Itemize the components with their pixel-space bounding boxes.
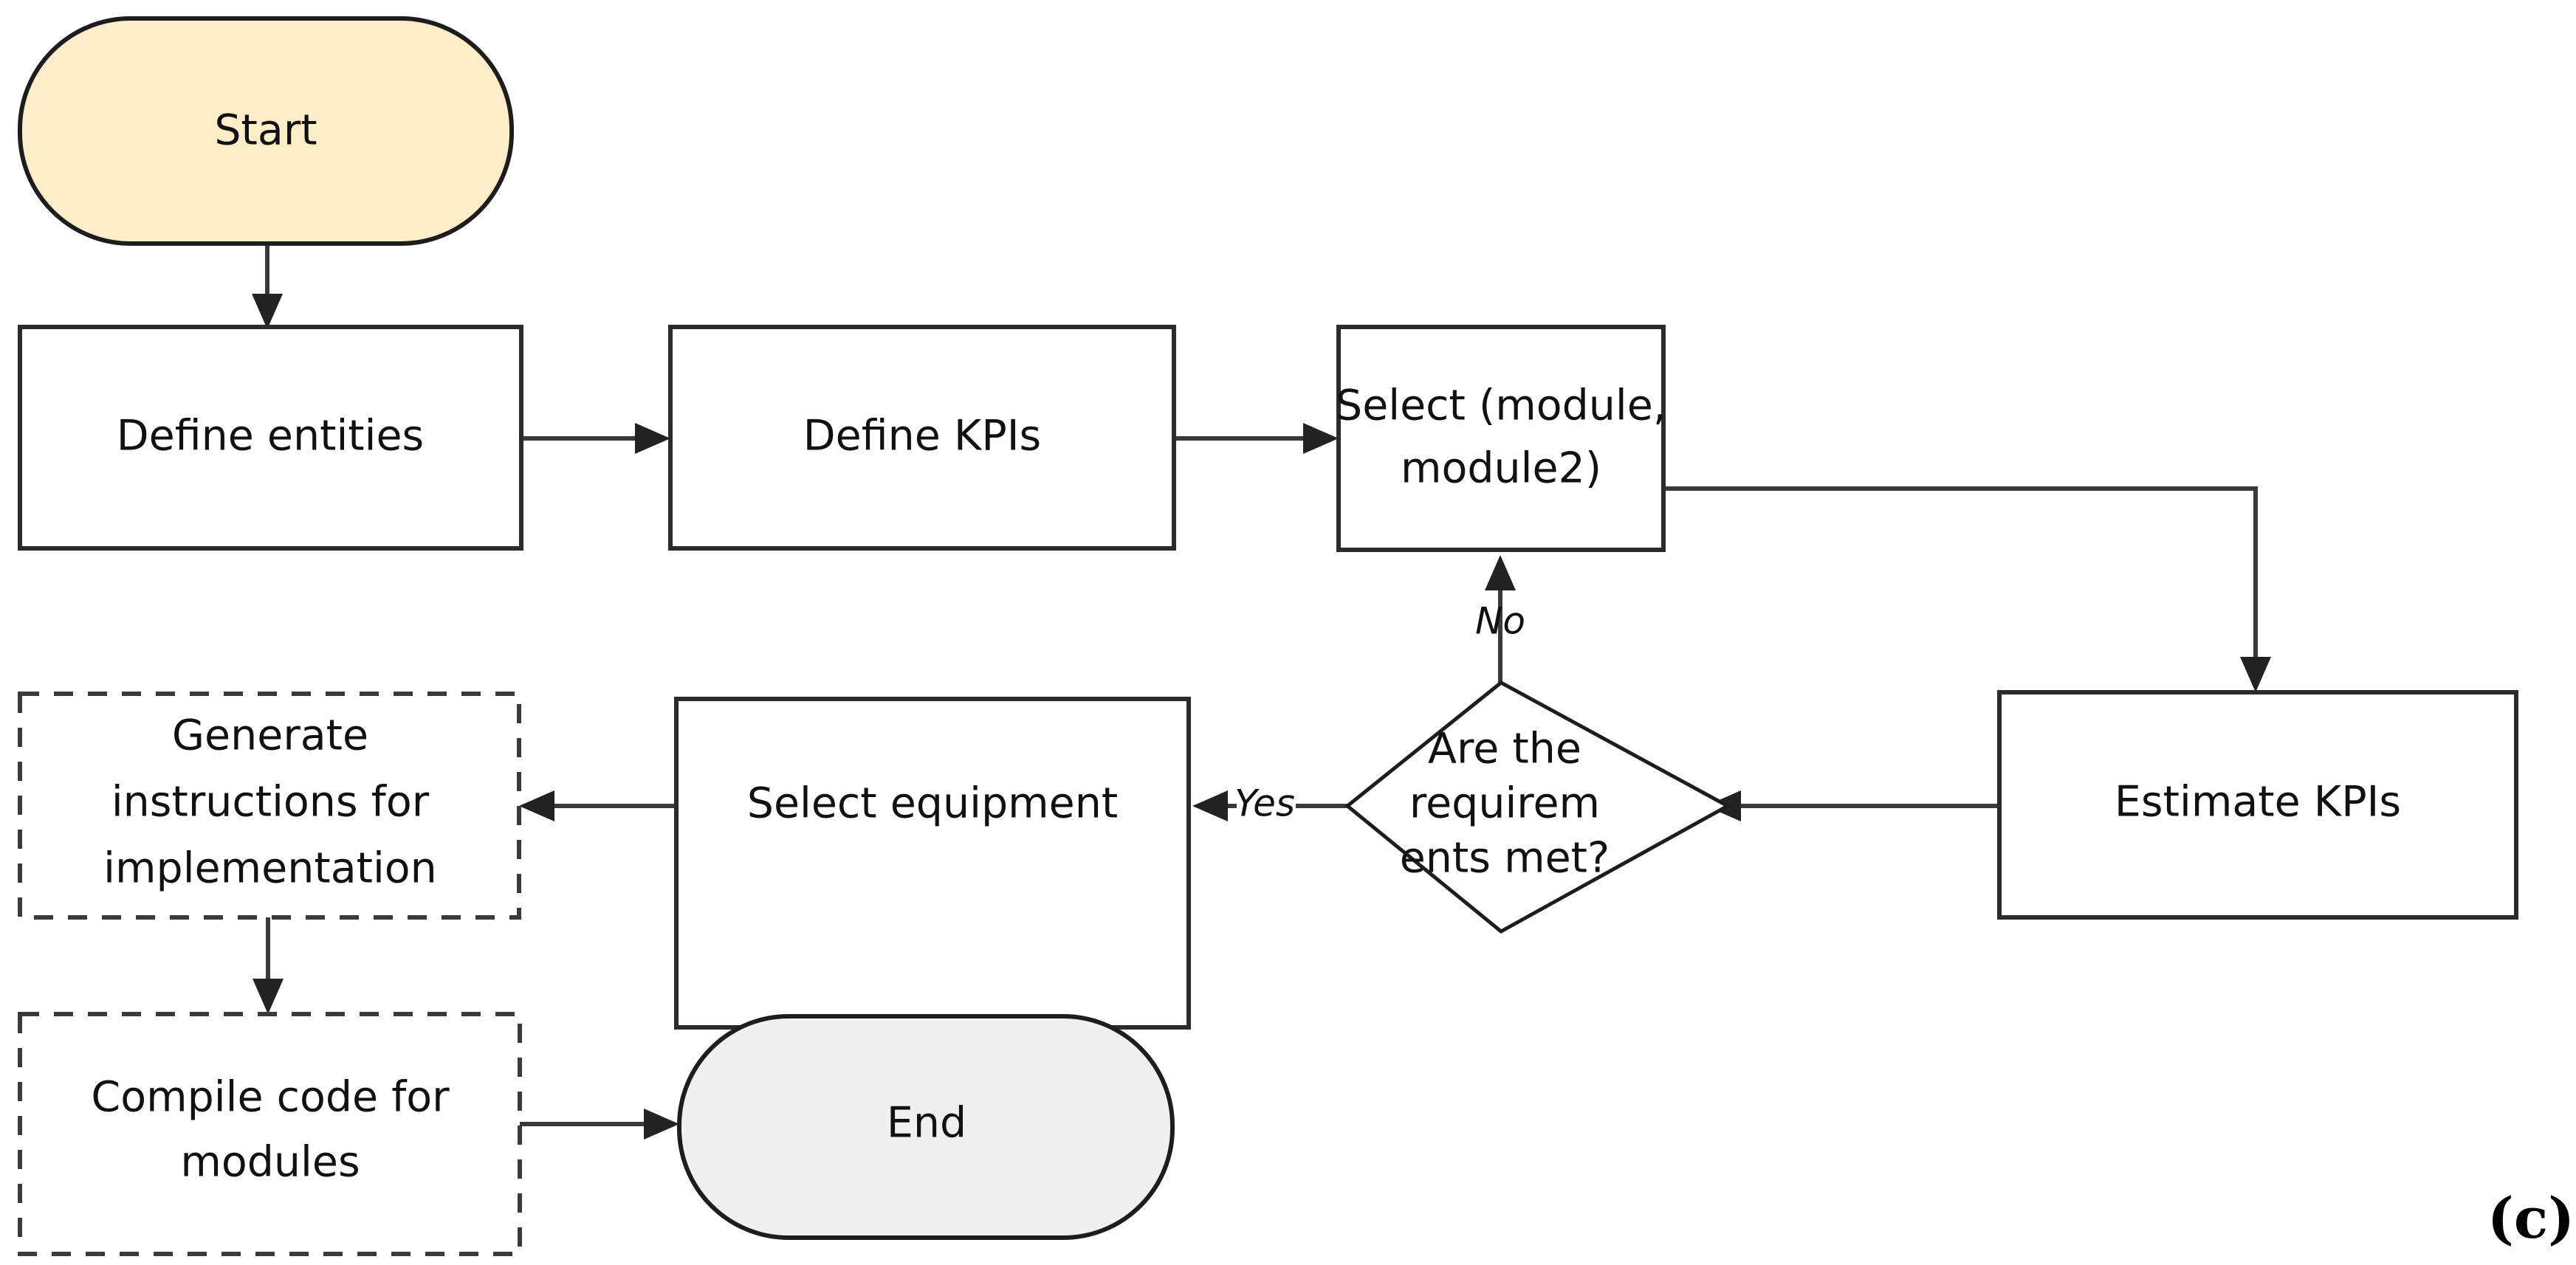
node-select-module[interactable]: Select (module, module2) <box>1336 325 1666 552</box>
node-compile-code[interactable]: Compile code for modules <box>18 1012 522 1256</box>
start-label: Start <box>214 106 317 155</box>
compile-code-label-line1: Compile code for <box>91 1073 450 1122</box>
generate-instructions-label-line1: Generate <box>172 711 368 760</box>
generate-instructions-shape <box>18 692 521 920</box>
panel-label: (c) <box>2487 1185 2575 1251</box>
node-select-equipment[interactable]: Select equipment <box>674 697 1191 1030</box>
generate-instructions-label-line3: implementation <box>103 844 437 893</box>
define-entities-label: Define entities <box>117 412 425 461</box>
estimate-kpis-shape <box>1997 690 2518 920</box>
decision-label-line2: requirem <box>1409 779 1600 828</box>
select-equipment-shape <box>674 697 1191 1030</box>
select-module-label-line1: Select (module, <box>1336 382 1666 430</box>
edge-label-yes: Yes <box>1234 782 1295 825</box>
node-generate-instructions[interactable]: Generate instructions for implementation <box>18 692 521 920</box>
edge-decision-yes-to-select-equipment <box>1192 790 1347 821</box>
decision-shape <box>1344 680 1732 934</box>
define-entities-shape <box>18 325 523 551</box>
select-module-label-line2: module2) <box>1401 444 1601 493</box>
edge-decision-no-to-select-module <box>1485 555 1516 683</box>
estimate-kpis-label: Estimate KPIs <box>2115 778 2401 827</box>
select-module-shape <box>1336 325 1666 552</box>
end-shape <box>677 1014 1175 1240</box>
compile-code-label-line2: modules <box>180 1138 360 1187</box>
decision-label-line1: Are the <box>1428 725 1581 773</box>
compile-code-shape <box>18 1012 522 1256</box>
edge-select-equipment-to-generate-instructions <box>519 790 676 821</box>
edge-define-kpis-to-select-module <box>1174 423 1339 454</box>
edge-label-no: No <box>1475 600 1525 643</box>
end-label: End <box>887 1099 966 1148</box>
decision-label-line3: ents met? <box>1400 834 1610 883</box>
node-end[interactable]: End <box>677 1014 1175 1240</box>
node-define-entities[interactable]: Define entities <box>18 325 523 551</box>
edge-start-to-define-entities <box>252 245 283 329</box>
generate-instructions-label-line2: instructions for <box>111 778 430 827</box>
define-kpis-label: Define KPIs <box>803 412 1041 461</box>
select-equipment-label: Select equipment <box>747 779 1118 828</box>
edge-compile-code-to-end <box>520 1109 679 1140</box>
define-kpis-shape <box>668 325 1176 551</box>
start-shape <box>18 16 514 246</box>
node-decision[interactable]: Are the requirem ents met? <box>1344 680 1732 934</box>
edge-define-entities-to-define-kpis <box>521 423 670 454</box>
edge-select-module-to-estimate-kpis <box>1663 486 2271 692</box>
node-define-kpis[interactable]: Define KPIs <box>668 325 1176 551</box>
node-estimate-kpis[interactable]: Estimate KPIs <box>1997 690 2518 920</box>
node-start[interactable]: Start <box>18 16 514 246</box>
edge-generate-instructions-to-compile-code <box>253 917 284 1014</box>
edge-estimate-kpis-to-decision <box>1706 790 1999 821</box>
